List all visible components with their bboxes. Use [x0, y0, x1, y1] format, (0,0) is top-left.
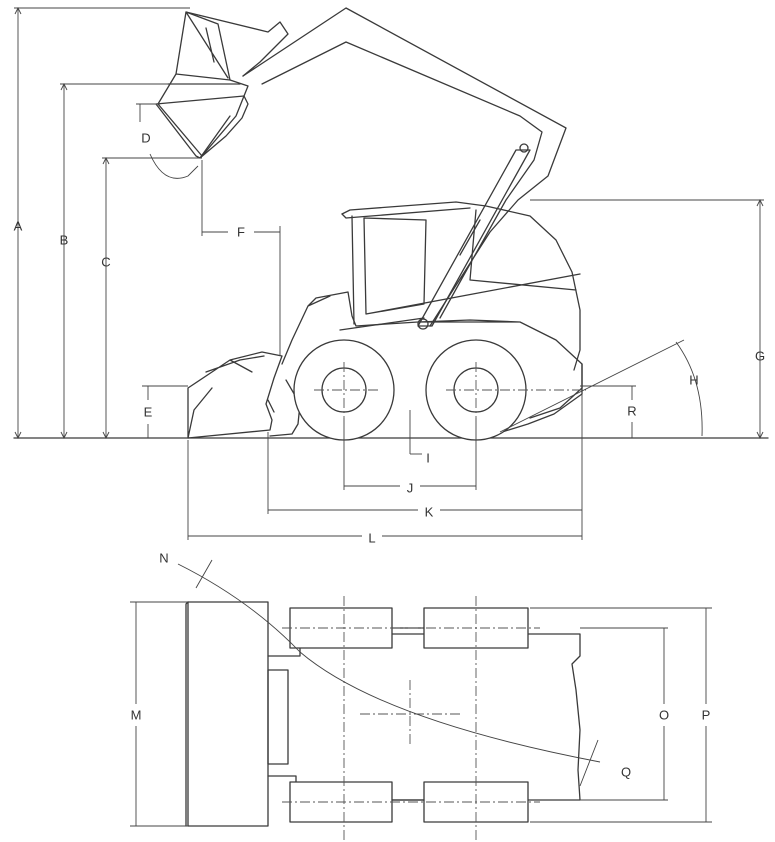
label-D: D	[141, 131, 150, 146]
dimension-P	[530, 607, 712, 823]
dimension-M	[130, 601, 188, 827]
turning-radius-tick-N	[195, 559, 213, 589]
dimension-E	[142, 385, 188, 438]
lowered-bucket	[187, 351, 283, 439]
label-Q: Q	[621, 765, 631, 780]
label-B: B	[60, 233, 69, 248]
dimension-K	[267, 394, 583, 540]
label-O: O	[659, 708, 669, 723]
dimension-F	[201, 160, 281, 356]
label-H: H	[689, 373, 698, 388]
label-R: R	[627, 404, 636, 419]
raised-bucket	[157, 11, 249, 157]
dumped-bucket	[155, 83, 249, 159]
chassis-body	[269, 291, 583, 437]
dimension-C	[102, 156, 202, 440]
lift-arm-pivot	[519, 143, 529, 153]
label-E: E	[144, 405, 153, 420]
label-N: N	[159, 551, 168, 566]
side-view: A B C D E F G H R I J K L	[13, 6, 769, 546]
label-A: A	[14, 219, 23, 234]
label-I: I	[426, 451, 430, 466]
top-view: N M O P Q	[130, 551, 712, 840]
top-bucket	[187, 601, 269, 827]
dimension-B	[60, 82, 238, 440]
label-L: L	[368, 531, 375, 546]
dimension-O	[580, 627, 668, 801]
label-P: P	[702, 708, 711, 723]
lift-arm-upper-link	[185, 11, 289, 77]
lift-arm	[242, 7, 567, 327]
dimension-D	[136, 103, 199, 179]
rear-wheel	[425, 339, 586, 441]
turning-radius-curve	[177, 563, 601, 763]
dimension-I	[409, 410, 422, 455]
lift-cylinder-pivot	[417, 318, 429, 330]
top-attachment-plate	[267, 669, 289, 765]
turning-radius-tick-Q	[579, 739, 599, 787]
cab	[339, 201, 581, 371]
label-F: F	[237, 225, 245, 240]
label-M: M	[131, 708, 142, 723]
dimension-H	[499, 339, 703, 437]
dimension-G	[530, 198, 764, 440]
dimension-L	[187, 440, 582, 540]
cab-roof-rail	[341, 207, 471, 219]
top-bucket-edge	[185, 601, 189, 827]
dimension-A	[14, 6, 190, 440]
label-C: C	[101, 255, 110, 270]
dimension-J	[343, 418, 477, 490]
dimension-R	[580, 385, 636, 438]
chassis-rear	[529, 363, 583, 419]
label-K: K	[425, 505, 434, 520]
label-J: J	[407, 481, 414, 496]
label-G: G	[755, 349, 765, 364]
